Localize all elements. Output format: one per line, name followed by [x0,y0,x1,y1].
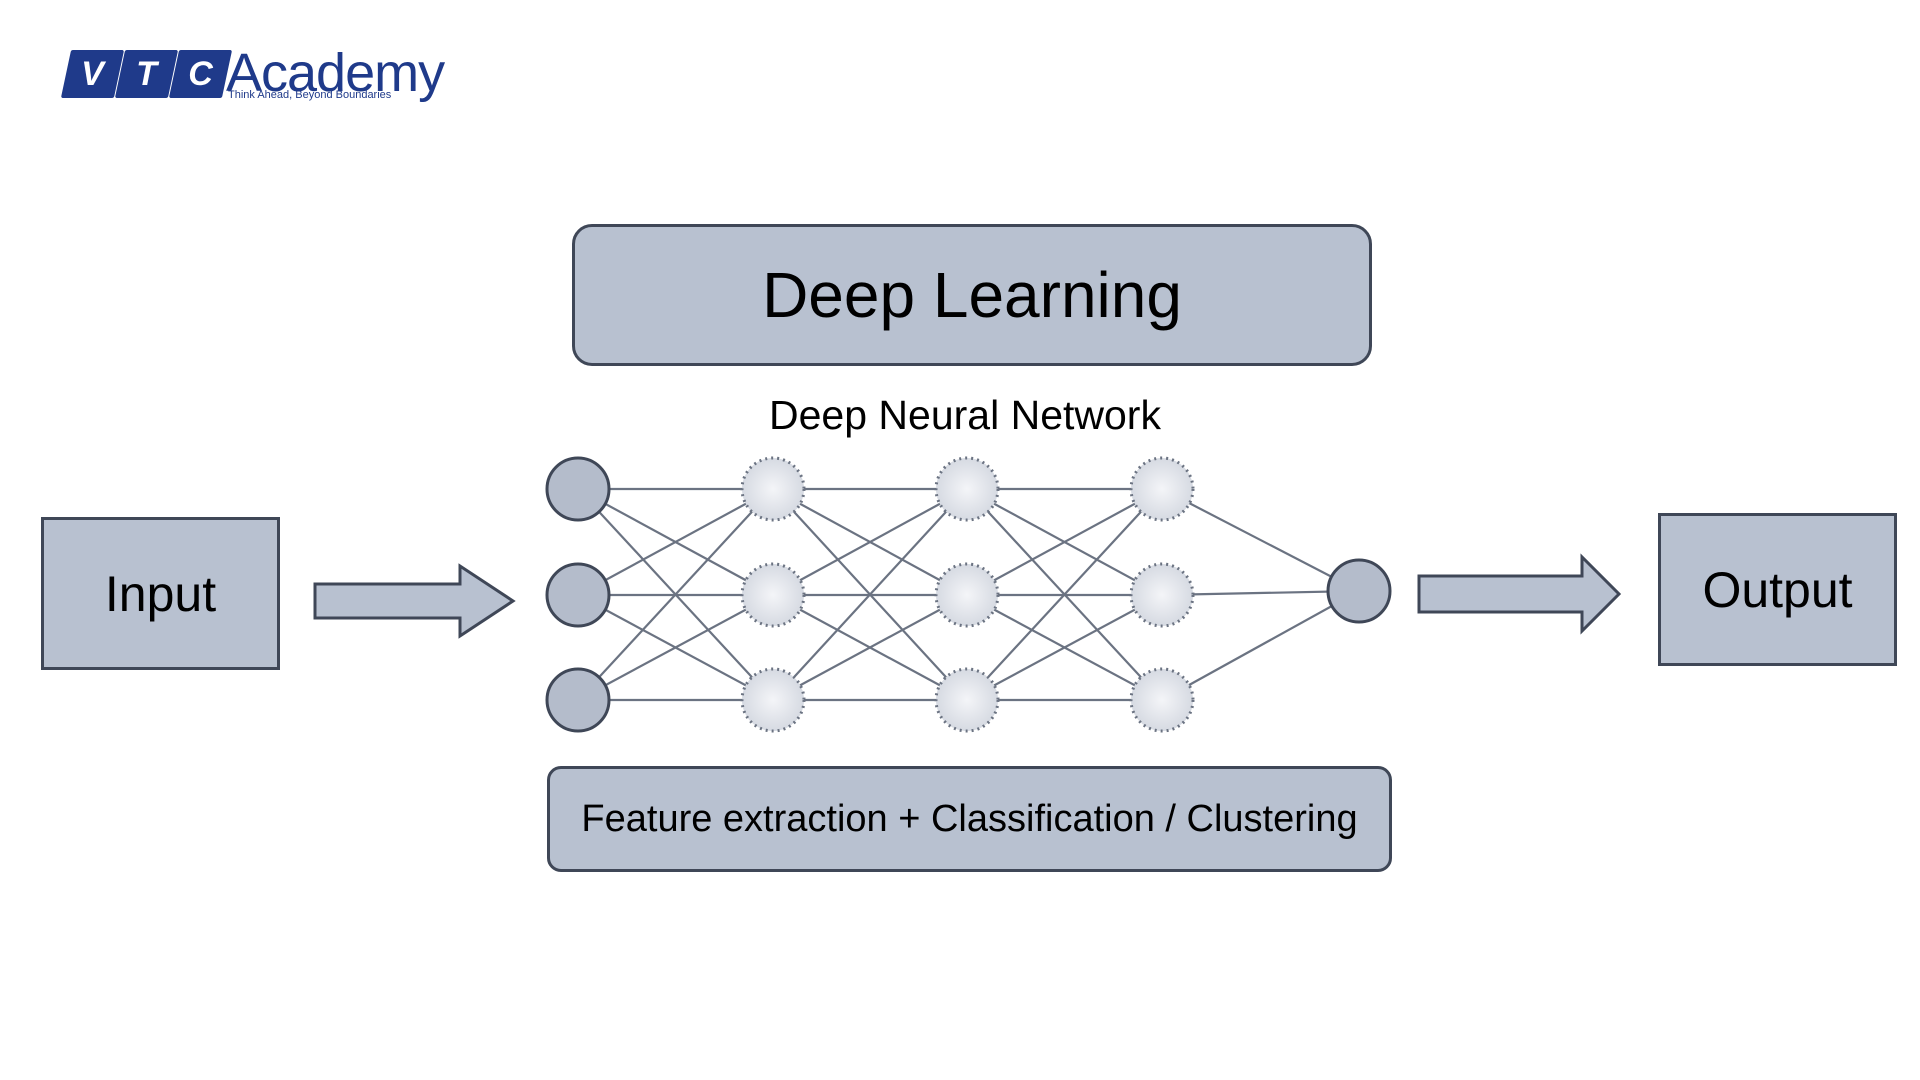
network-edge [966,488,1163,701]
input-arrow-icon [313,563,516,639]
input-node [545,667,611,733]
hidden-node [1129,456,1195,522]
network-nodes [545,456,1392,733]
network-edge [966,488,1163,596]
logo-tagline: Think Ahead, Beyond Boundaries [228,89,392,101]
output-node [1326,558,1392,624]
network-edge [1161,590,1360,701]
vtc-academy-logo: V T C Academy Think Ahead, Beyond Bounda… [60,43,466,106]
input-node [545,456,611,522]
network-edge [772,594,968,701]
hidden-node [934,667,1000,733]
input-node [545,562,611,628]
feature-extraction-box: Feature extraction + Classification / Cl… [547,766,1392,872]
input-box: Input [41,517,280,670]
network-edge [772,488,968,701]
network-edge [1161,488,1360,592]
output-arrow-icon [1417,553,1622,635]
hidden-node [740,456,806,522]
network-edge [1161,589,1360,597]
network-label: Deep Neural Network [769,392,1161,438]
network-edge [577,488,774,596]
hidden-node [740,667,806,733]
network-edge [577,488,774,701]
network-edge [577,594,774,701]
hidden-node [1129,667,1195,733]
output-box: Output [1658,513,1897,666]
deep-learning-title-box: Deep Learning [572,224,1372,366]
network-edge [772,488,968,596]
hidden-node [740,562,806,628]
hidden-node [1129,562,1195,628]
hidden-node [934,456,1000,522]
network-edge [966,594,1163,701]
logo-wordmark: Academy [226,43,445,103]
hidden-node [934,562,1000,628]
